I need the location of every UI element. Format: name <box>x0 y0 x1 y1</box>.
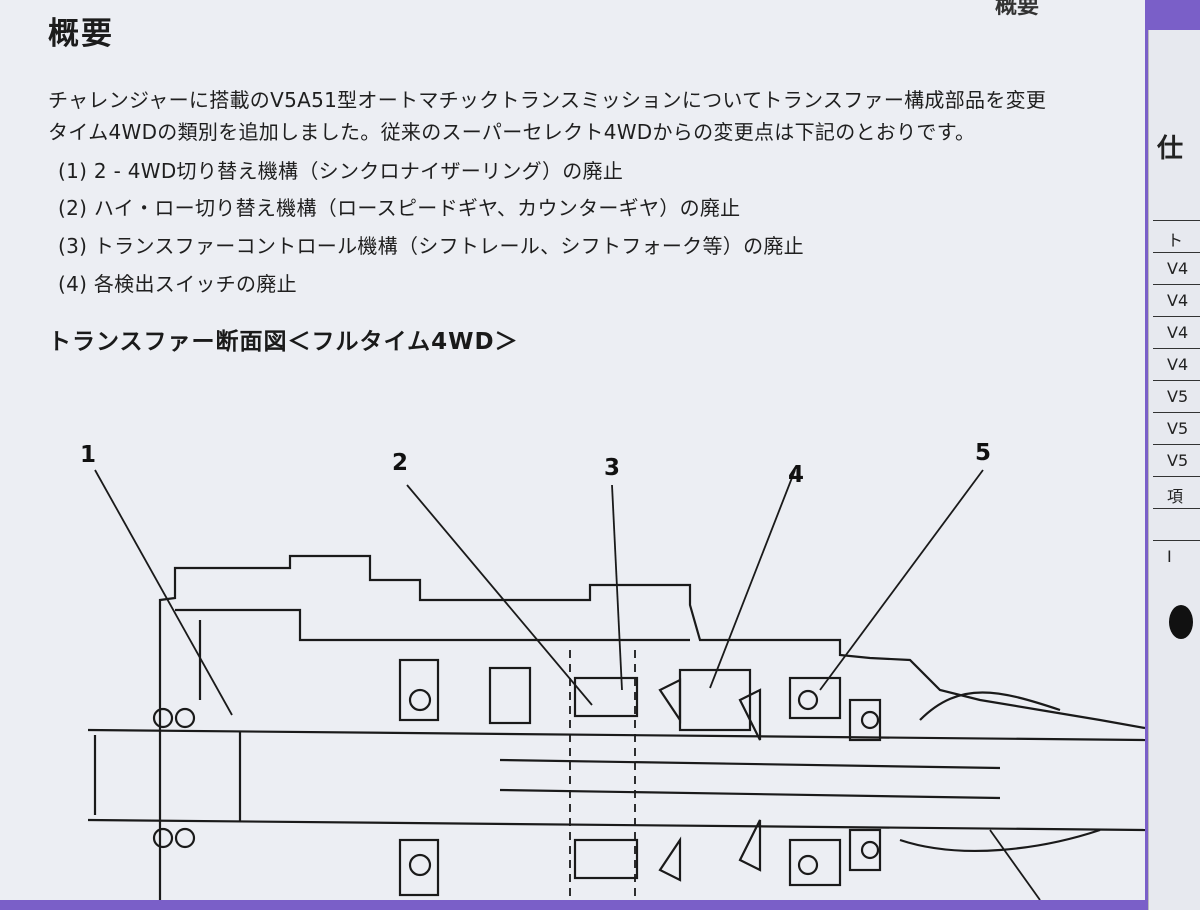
change-item-2: (2) ハイ・ロー切り替え機構（ロースピードギヤ、カウンターギヤ）の廃止 <box>58 196 741 220</box>
side-table-row: V4 <box>1153 252 1200 284</box>
manual-page: 概要 概要 チャレンジャーに搭載のV5A51型オートマチックトランスミッションに… <box>0 0 1145 900</box>
side-table-row: I <box>1153 540 1200 572</box>
side-table-row: V5 <box>1153 444 1200 476</box>
callout-label: 3 <box>604 455 621 481</box>
page-corner-label: 概要 <box>995 0 1040 19</box>
side-table-row: ト <box>1153 220 1200 252</box>
side-table-row: V4 <box>1153 316 1200 348</box>
change-item-4: (4) 各検出スイッチの廃止 <box>58 272 297 296</box>
callout-label: 4 <box>788 462 805 488</box>
side-table-row: V4 <box>1153 348 1200 380</box>
side-table-row: V4 <box>1153 284 1200 316</box>
transfer-cross-section-drawing <box>87 469 1145 900</box>
side-page-title: 仕 <box>1157 134 1184 164</box>
side-table-row: V5 <box>1153 412 1200 444</box>
callout-label: 5 <box>975 440 992 466</box>
side-table-row: 項 <box>1153 476 1200 508</box>
bullet-mark <box>1169 605 1193 639</box>
change-item-3: (3) トランスファーコントロール機構（シフトレール、シフトフォーク等）の廃止 <box>58 234 804 258</box>
change-item-1: (1) 2 - 4WD切り替え機構（シンクロナイザーリング）の廃止 <box>58 159 624 183</box>
side-table-row: V5 <box>1153 380 1200 412</box>
callout-label: 1 <box>80 442 97 468</box>
intro-line-1: チャレンジャーに搭載のV5A51型オートマチックトランスミッションについてトラン… <box>48 88 1047 112</box>
intro-line-2: タイム4WDの類別を追加しました。従来のスーパーセレクト4WDからの変更点は下記… <box>48 120 976 144</box>
adjacent-page: 仕 ト V4 V4 V4 V4 V5 V5 V5 項 I <box>1148 30 1200 910</box>
section-title: トランスファー断面図＜フルタイム4WD＞ <box>48 329 519 355</box>
side-table-row <box>1153 508 1200 540</box>
page-heading: 概要 <box>48 16 114 52</box>
callout-label: 2 <box>392 450 409 476</box>
